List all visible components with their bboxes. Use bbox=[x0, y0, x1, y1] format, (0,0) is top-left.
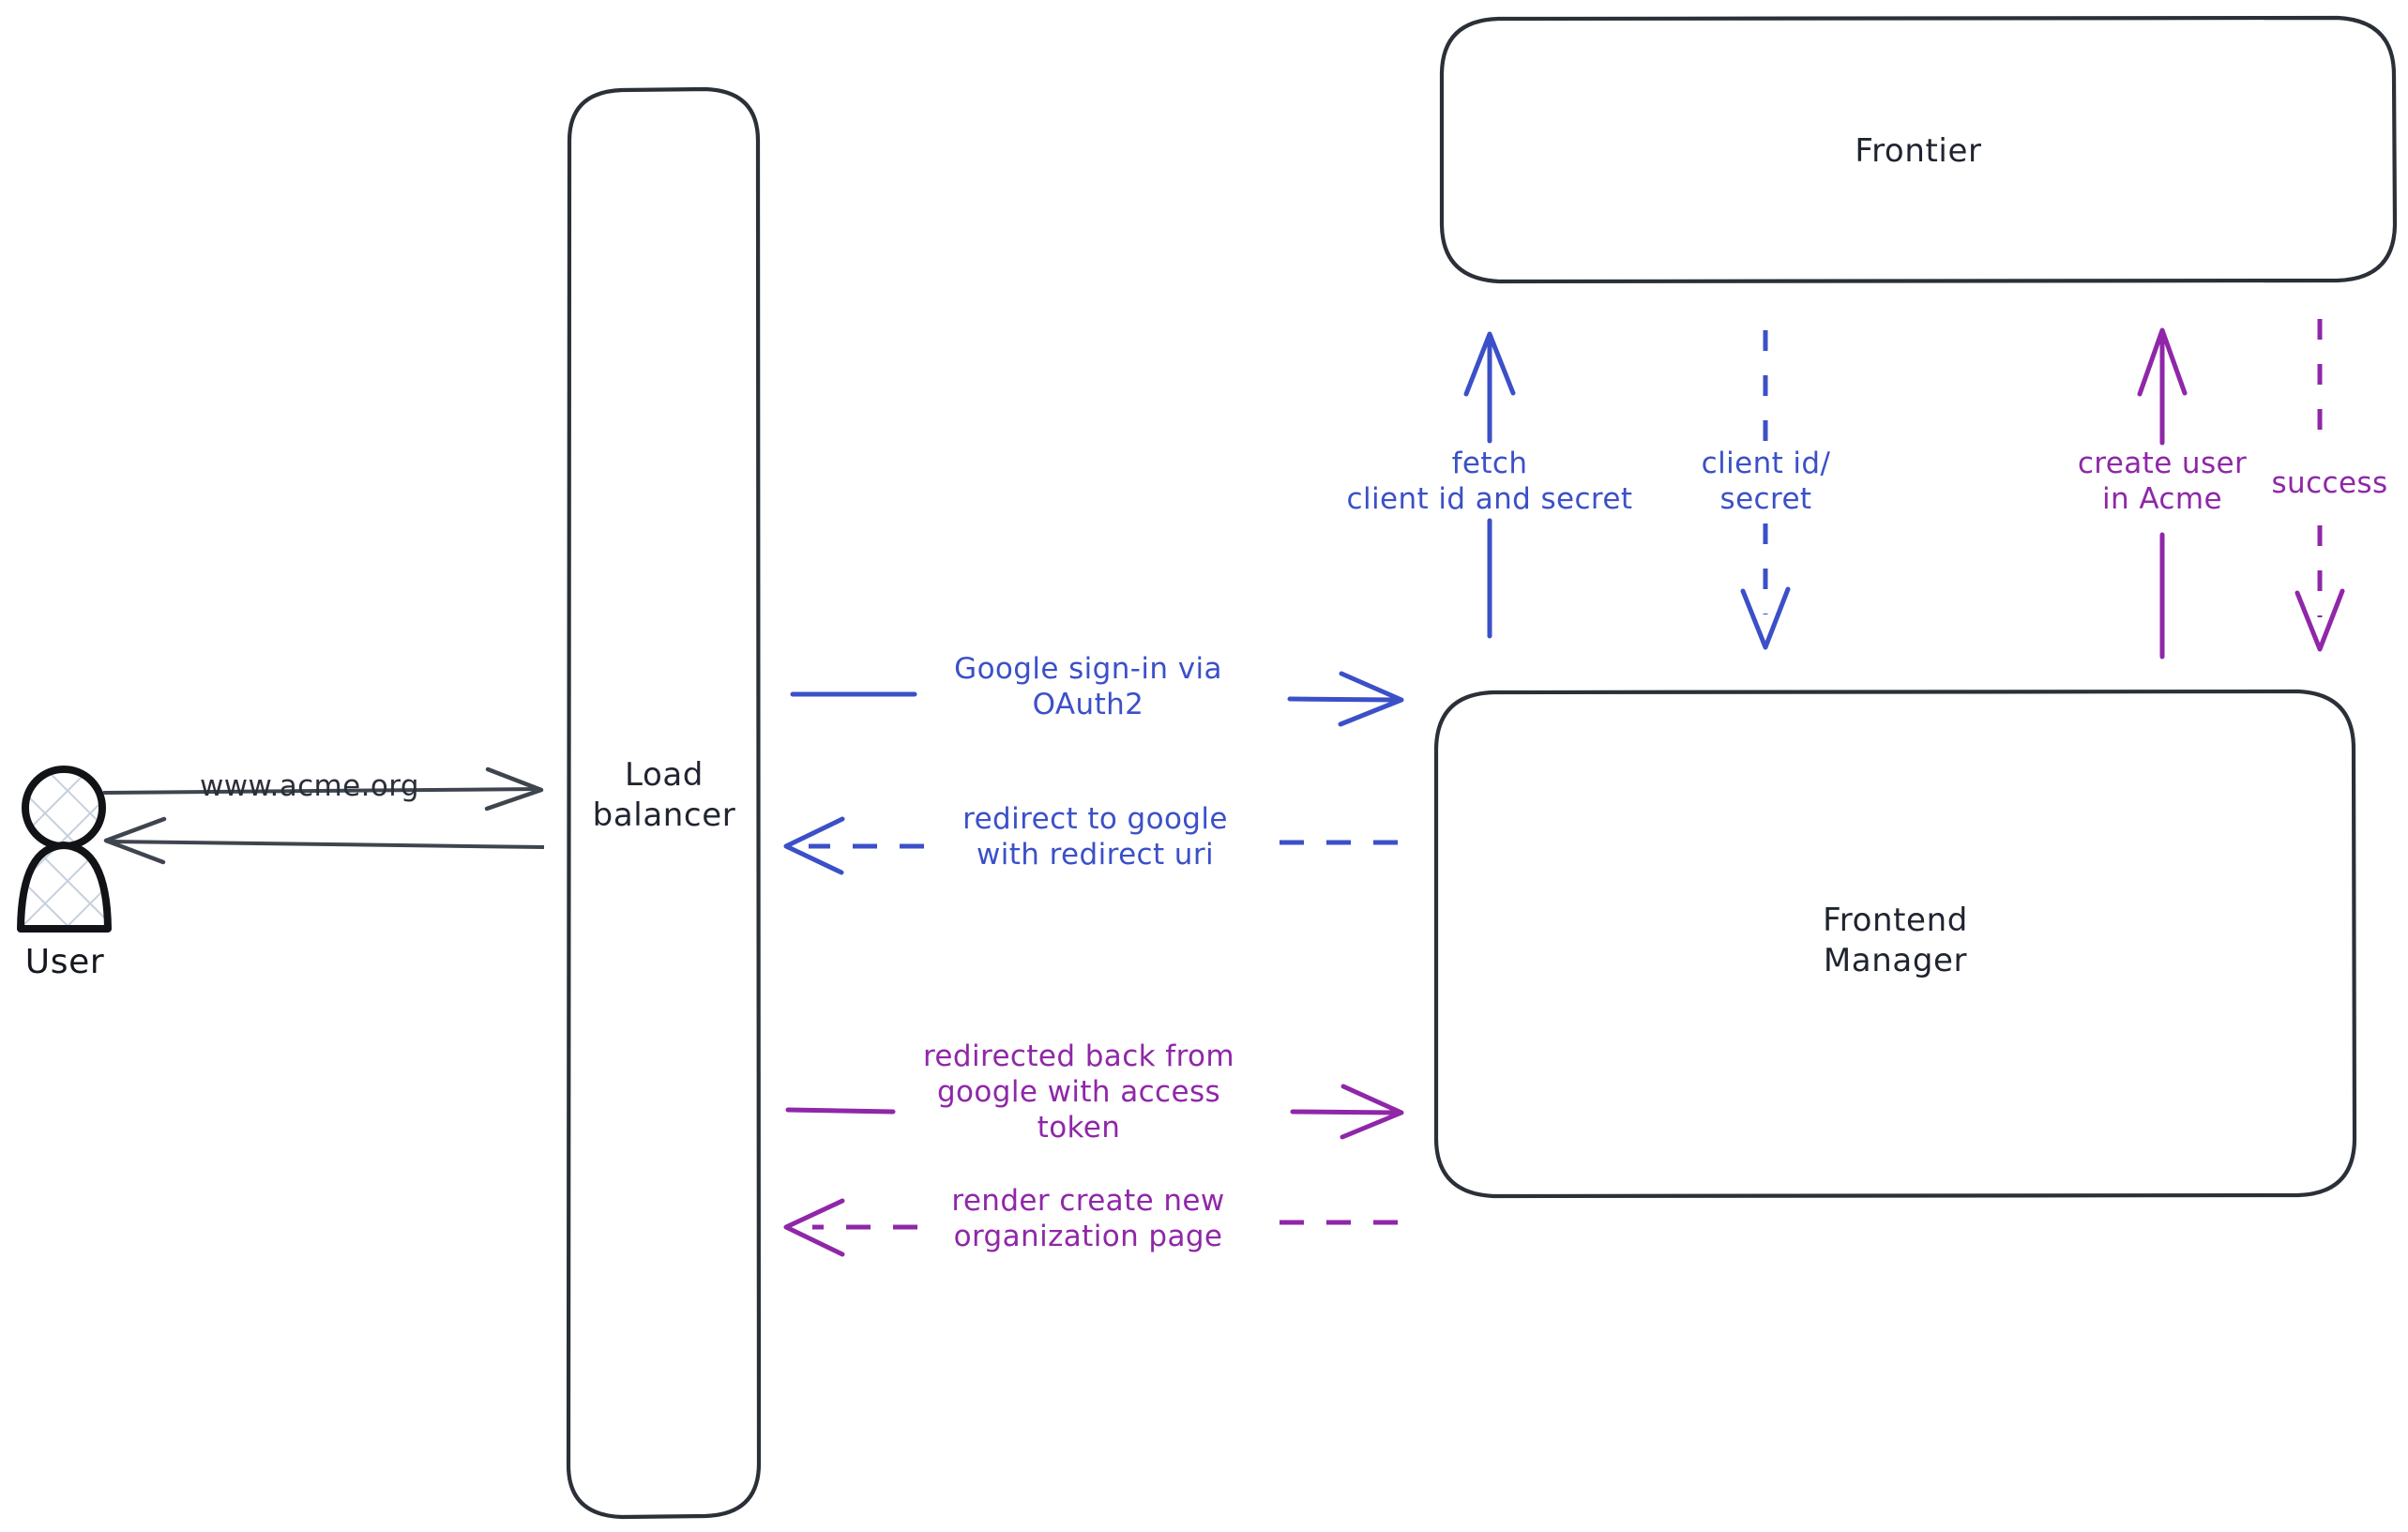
node-frontier[interactable] bbox=[1439, 15, 2398, 284]
edge-lb-to-user bbox=[103, 816, 545, 865]
node-frontend-manager[interactable] bbox=[1433, 689, 2357, 1199]
edge-user-to-lb bbox=[102, 766, 544, 812]
edge-lb-to-fm-signin bbox=[790, 671, 1404, 727]
edge-lb-to-fm-token bbox=[785, 1084, 1404, 1140]
edge-frontier-to-fm-creds bbox=[1740, 330, 1791, 650]
edge-frontier-to-fm-success bbox=[2294, 319, 2345, 652]
node-load-balancer[interactable] bbox=[566, 86, 762, 1520]
edge-fm-to-lb-redirect bbox=[783, 816, 1398, 875]
edge-fm-to-lb-render bbox=[783, 1198, 1398, 1257]
user-person-icon bbox=[17, 766, 112, 933]
edge-fm-to-frontier-create bbox=[2137, 327, 2188, 660]
edge-fm-to-frontier-fetch bbox=[1463, 331, 1516, 639]
